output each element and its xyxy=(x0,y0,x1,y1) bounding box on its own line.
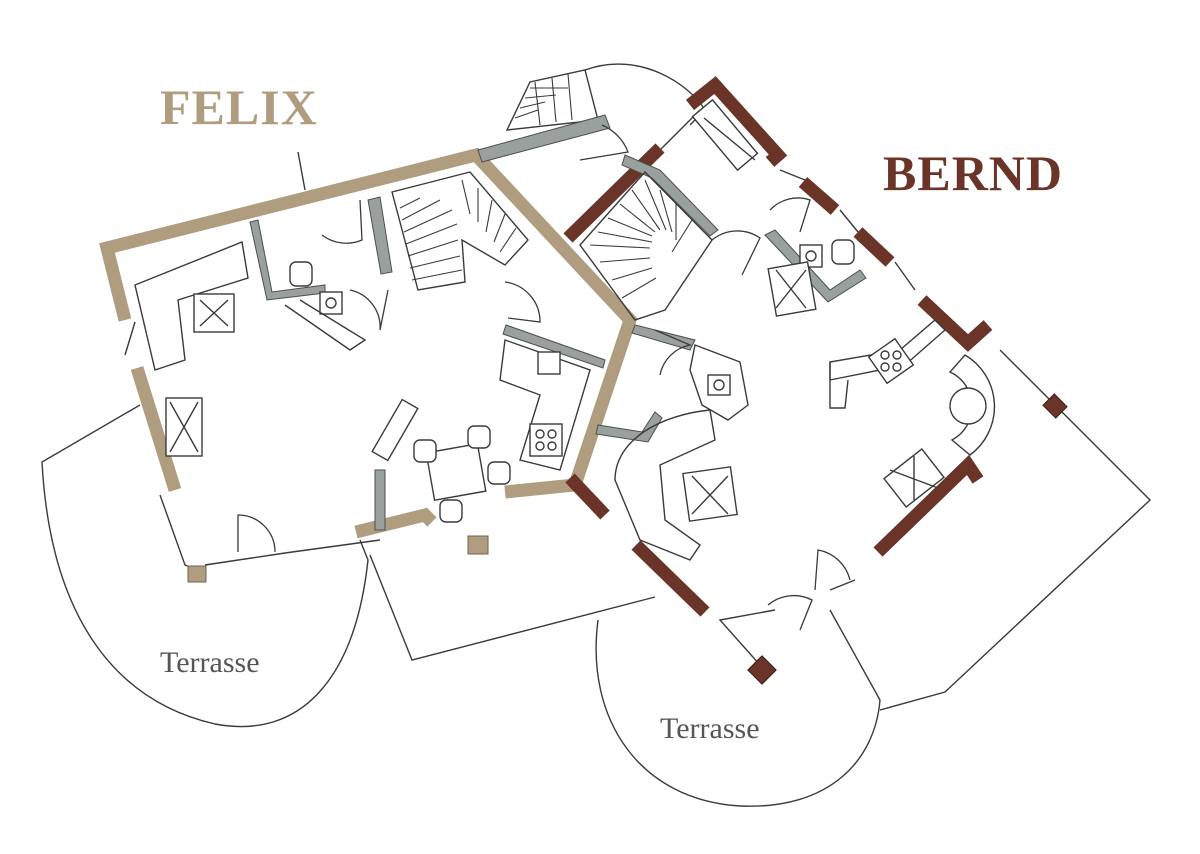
bernd-toilet xyxy=(831,239,855,265)
felix-bath-door xyxy=(349,289,389,331)
shared-staircase xyxy=(505,69,599,131)
bernd-unit xyxy=(563,76,1068,685)
felix-south-wall xyxy=(354,507,437,539)
terrace-label-right: Terrasse xyxy=(660,712,760,745)
bernd-shower xyxy=(767,261,817,317)
bernd-entry-door xyxy=(654,329,693,376)
bernd-corner-pier-2 xyxy=(747,655,777,685)
felix-kitchen-counter xyxy=(499,339,591,471)
terrace-left-outline xyxy=(41,404,369,728)
bernd-round-table xyxy=(949,387,987,425)
felix-corner-pier-2 xyxy=(467,535,489,555)
felix-hall-threshold xyxy=(284,299,367,351)
terrace-outlines xyxy=(41,404,1152,807)
terrace-label-left: Terrasse xyxy=(160,646,260,679)
unit-label-felix: FELIX xyxy=(160,79,318,135)
shared-stair-wall xyxy=(477,114,611,163)
bernd-sofa xyxy=(614,409,716,561)
bernd-corridor-wall xyxy=(631,324,696,351)
felix-sink xyxy=(319,291,343,315)
bernd-staircase xyxy=(579,170,713,321)
felix-kitchen-sink xyxy=(537,351,561,375)
felix-unit xyxy=(99,147,638,583)
bernd-south-wall xyxy=(631,540,710,617)
felix-stove xyxy=(529,423,563,457)
felix-window-diag xyxy=(371,398,419,462)
felix-exterior-wall xyxy=(99,147,638,499)
bernd-southeast-wall xyxy=(873,454,984,557)
felix-terrace-door xyxy=(237,514,276,553)
bernd-stove xyxy=(867,337,915,385)
bernd-island xyxy=(689,344,749,421)
felix-shaft-wall xyxy=(367,196,393,275)
felix-west-wall xyxy=(130,366,182,492)
felix-entry-wall xyxy=(374,469,386,531)
felix-staircase xyxy=(391,171,529,291)
bernd-inner-outline xyxy=(659,109,1056,666)
bernd-terrace-door-a xyxy=(767,594,813,631)
bernd-kitchen-return xyxy=(829,362,849,409)
felix-wc-wall xyxy=(249,219,326,301)
bernd-bath-wall xyxy=(764,229,867,303)
bernd-southwest-wall xyxy=(565,473,610,520)
terrace-middle-outline xyxy=(369,554,656,661)
felix-toilet xyxy=(289,261,313,287)
felix-hall-door xyxy=(504,281,541,323)
bernd-east-wall xyxy=(917,295,993,352)
felix-kitchen-wall xyxy=(502,324,606,369)
bernd-room-door xyxy=(769,197,811,233)
shared-entry xyxy=(477,63,706,163)
bernd-north-pier xyxy=(798,177,840,215)
terrace-east-outline xyxy=(879,409,1152,711)
bernd-bath-door xyxy=(711,230,761,276)
shared-entry-door xyxy=(579,124,629,161)
felix-dining-table xyxy=(425,443,487,501)
bernd-island-sink xyxy=(707,374,731,396)
unit-label-bernd: BERND xyxy=(883,145,1064,201)
bernd-east-pier xyxy=(853,227,895,267)
bernd-north-wall xyxy=(685,76,788,167)
bernd-sink xyxy=(799,244,823,268)
bernd-corner-pier xyxy=(1042,393,1068,419)
bernd-mid-wall xyxy=(595,411,663,443)
felix-corner-pier xyxy=(187,565,207,583)
terrace-right-outline xyxy=(595,609,881,807)
felix-sofa xyxy=(134,241,249,371)
shared-stair-arc xyxy=(584,63,706,126)
bernd-terrace-door-b xyxy=(814,549,851,591)
felix-wc-door xyxy=(321,199,363,244)
bernd-stair-wall xyxy=(621,154,719,237)
